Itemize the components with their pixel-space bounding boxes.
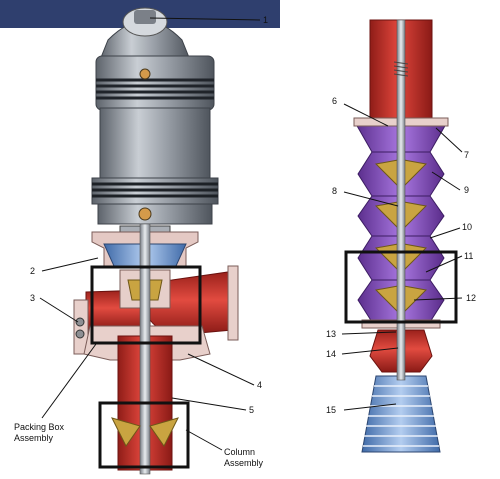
packing-box-label-line1: Packing Box [14,422,65,432]
leader-lines [39,17,463,451]
packing-box-label-line2: Assembly [14,433,54,443]
electric-motor-icon [91,7,219,235]
callout-14: 14 [326,349,336,359]
callout-3: 3 [30,293,35,303]
callout-11: 11 [464,251,473,261]
suction-strainer-icon [361,375,441,453]
callout-12: 12 [466,293,476,303]
bowl-assembly-callout-frame [344,250,458,324]
callout-2: 2 [30,266,35,276]
column-assembly-label-line1: Column [224,447,255,457]
column-assembly-callout-frame [98,401,190,469]
callout-15: 15 [326,405,336,415]
callout-8: 8 [332,186,337,196]
callout-5: 5 [249,405,254,415]
column-assembly-label-line2: Assembly [224,458,264,468]
left-pump [73,7,239,475]
callout-9: 9 [464,185,469,195]
packing-box-callout-frame [90,265,202,345]
right-pump [344,19,458,453]
callout-7: 7 [464,150,469,160]
callout-6: 6 [332,96,337,106]
callout-4: 4 [257,380,262,390]
callout-1: 1 [263,15,268,25]
callout-10: 10 [462,222,472,232]
callout-13: 13 [326,329,336,339]
